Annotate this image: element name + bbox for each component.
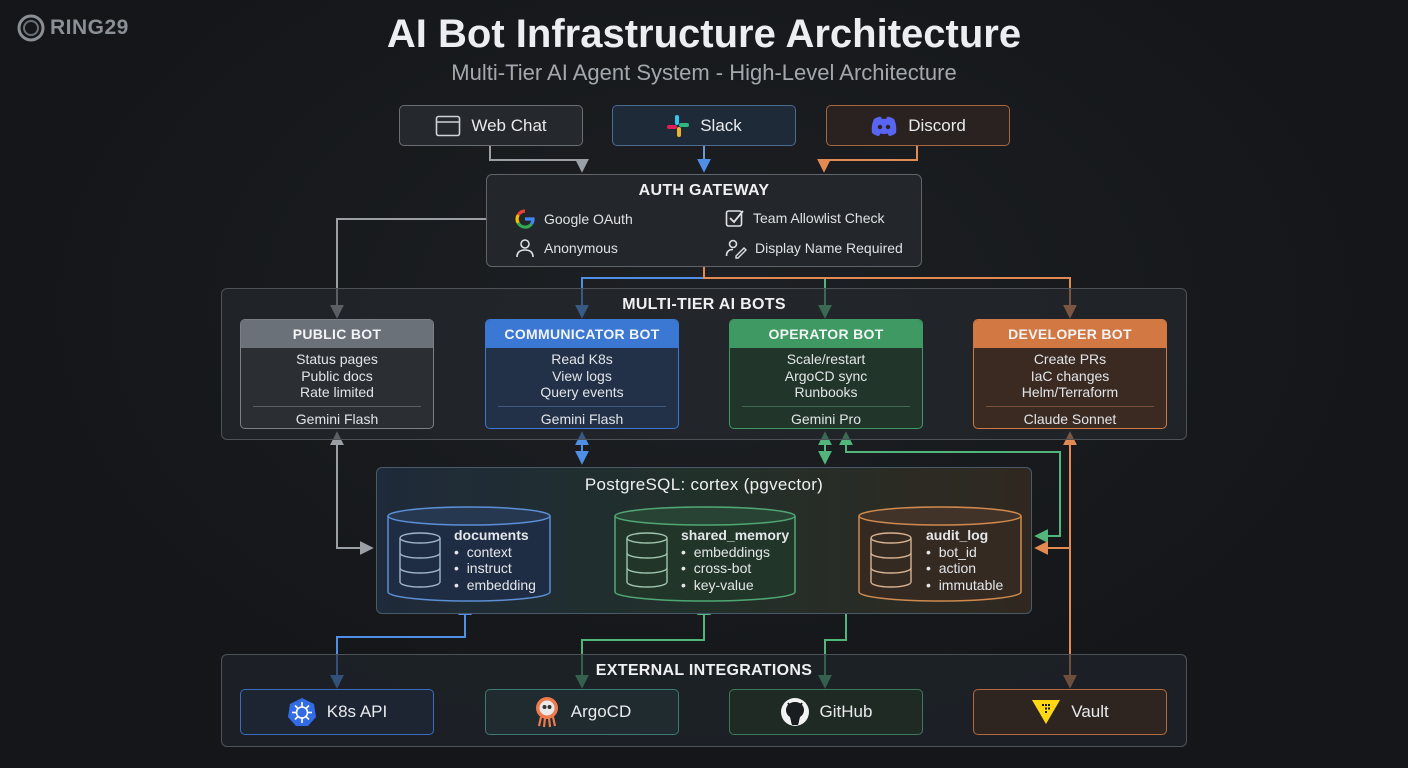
user-edit-icon (725, 239, 747, 259)
bot-model: Gemini Flash (540, 410, 624, 427)
bot-divider (742, 405, 910, 407)
auth-check-label: Display Name Required (755, 240, 903, 256)
bot-card-public[interactable]: PUBLIC BOT Status pages Public docs Rate… (240, 319, 434, 429)
page-title: AI Bot Infrastructure Architecture (386, 12, 1022, 56)
table-field: • instruct (454, 560, 512, 576)
brand-logo: RING29 (16, 12, 129, 44)
channel-label: Web Chat (471, 115, 547, 135)
integration-github[interactable]: GitHub (729, 689, 923, 735)
table-field: • embeddings (681, 543, 770, 560)
bot-capability: Runbooks (794, 384, 858, 400)
bot-capabilities: Status pages Public docs Rate limited (241, 348, 433, 401)
bot-name: PUBLIC BOT (241, 320, 433, 348)
integration-label: GitHub (819, 702, 873, 721)
bot-name: DEVELOPER BOT (974, 320, 1166, 348)
integrations-title: EXTERNAL INTEGRATIONS (595, 662, 813, 679)
table-field: • key-value (681, 576, 754, 593)
bot-capability: Helm/Terraform (1021, 384, 1119, 400)
bot-name: COMMUNICATOR BOT (486, 320, 678, 348)
integration-label: ArgoCD (570, 702, 632, 721)
database-icon (626, 532, 668, 588)
bot-card-developer[interactable]: DEVELOPER BOT Create PRs IaC changes Hel… (973, 319, 1167, 429)
table-name: shared_memory (681, 527, 790, 543)
ring-logo-icon (17, 14, 45, 42)
bot-capabilities: Create PRs IaC changes Helm/Terraform (974, 348, 1166, 401)
table-shared-memory-text: shared_memory • embeddings • cross-bot •… (681, 527, 789, 593)
table-audit-log-text: audit_log • bot_id • action • immutable (926, 527, 1003, 593)
table-field: • cross-bot (681, 560, 752, 576)
kubernetes-icon (287, 698, 316, 726)
bot-divider (253, 405, 421, 407)
channel-label: Discord (908, 115, 966, 135)
auth-row-anonymous: Anonymous (514, 237, 618, 259)
table-field: • bot_id (926, 543, 977, 560)
table-cylinder-audit-log (858, 506, 1022, 602)
integration-argocd[interactable]: ArgoCD (485, 689, 679, 735)
database-icon (399, 532, 441, 588)
channel-discord[interactable]: Discord (826, 105, 1010, 146)
table-cylinder-shared-memory (614, 506, 796, 602)
bot-capabilities: Read K8s View logs Query events (486, 348, 678, 401)
database-icon (870, 532, 912, 588)
browser-window-icon (436, 115, 461, 136)
brand-name: RING29 (50, 16, 129, 39)
auth-check-label: Team Allowlist Check (753, 210, 885, 226)
channel-web-chat[interactable]: Web Chat (399, 105, 583, 146)
bot-name: OPERATOR BOT (730, 320, 922, 348)
bot-capability: IaC changes (1030, 367, 1110, 384)
user-icon (516, 239, 534, 258)
channel-label: Slack (700, 115, 742, 135)
table-field: • context (454, 543, 512, 560)
bot-capability: Read K8s (551, 351, 613, 367)
bot-capabilities: Scale/restart ArgoCD sync Runbooks (730, 348, 922, 401)
database-title: PostgreSQL: cortex (pgvector) (584, 475, 824, 494)
bot-divider (498, 405, 666, 407)
auth-gateway-panel: AUTH GATEWAY Google OAuth Team Allowlist… (486, 174, 922, 267)
bot-card-communicator[interactable]: COMMUNICATOR BOT Read K8s View logs Quer… (485, 319, 679, 429)
table-field: • embedding (454, 576, 536, 593)
bot-capability: Status pages (296, 351, 378, 367)
checkbox-icon (725, 210, 744, 227)
auth-method-label: Google OAuth (544, 211, 633, 227)
bot-model: Gemini Flash (295, 410, 379, 427)
integration-k8s-api[interactable]: K8s API (240, 689, 434, 735)
bot-capability: Scale/restart (786, 351, 866, 367)
bot-card-operator[interactable]: OPERATOR BOT Scale/restart ArgoCD sync R… (729, 319, 923, 429)
slack-icon (667, 114, 690, 137)
auth-gateway-title: AUTH GATEWAY (638, 182, 770, 199)
integration-label: K8s API (326, 702, 388, 721)
auth-row-google: Google OAuth (514, 208, 633, 230)
bot-divider (986, 405, 1154, 407)
table-field: • immutable (926, 576, 1004, 593)
bot-capability: Query events (540, 384, 624, 400)
google-icon (515, 209, 535, 229)
github-icon (780, 698, 809, 726)
bot-capability: ArgoCD sync (784, 367, 868, 384)
table-name: audit_log (926, 527, 989, 543)
auth-result-display-name: Display Name Required (725, 237, 903, 259)
integration-vault[interactable]: Vault (973, 689, 1167, 735)
page-subtitle: Multi-Tier AI Agent System - High-Level … (451, 60, 957, 85)
bot-model: Gemini Pro (790, 410, 862, 427)
bot-capability: Public docs (301, 367, 373, 384)
argocd-icon (535, 697, 558, 728)
bots-panel-title: MULTI-TIER AI BOTS (622, 296, 786, 313)
discord-icon (871, 116, 897, 136)
table-documents-text: documents • context • instruct • embeddi… (454, 527, 536, 593)
channel-slack[interactable]: Slack (612, 105, 796, 146)
bot-capability: Create PRs (1033, 351, 1107, 367)
bot-capability: View logs (552, 367, 612, 384)
bot-capability: Rate limited (300, 384, 374, 400)
integration-label: Vault (1071, 702, 1109, 721)
table-name: documents (454, 527, 529, 543)
auth-method-label: Anonymous (544, 240, 618, 256)
vault-icon (1032, 700, 1061, 724)
bot-model: Claude Sonnet (1023, 410, 1117, 427)
auth-result-allowlist: Team Allowlist Check (725, 208, 885, 228)
table-cylinder-documents (387, 506, 551, 602)
table-field: • action (926, 560, 977, 576)
